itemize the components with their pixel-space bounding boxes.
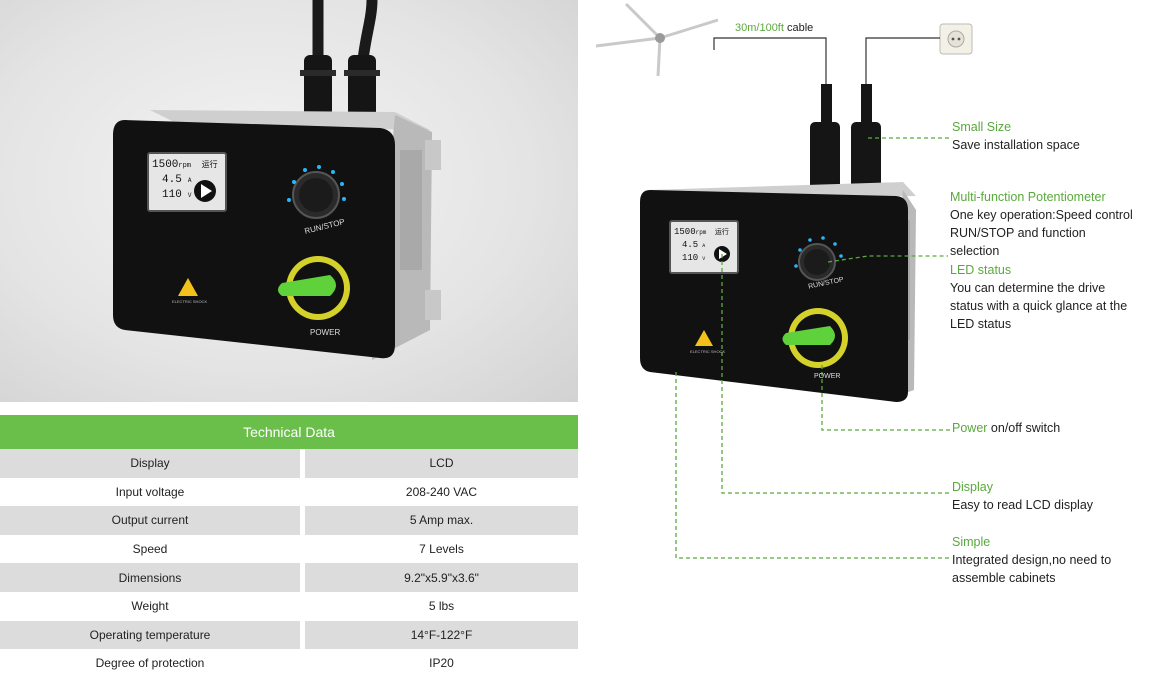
callout-small-size: Small Size Save installation space bbox=[952, 118, 1080, 154]
wall-outlet-icon bbox=[939, 23, 973, 55]
callout-text: on/off switch bbox=[990, 421, 1061, 435]
row-value: 7 Levels bbox=[419, 542, 464, 557]
row-label: Degree of protection bbox=[95, 656, 205, 671]
row-value: 5 lbs bbox=[428, 599, 455, 614]
callout-line: LED status bbox=[950, 317, 1012, 331]
callout-line: One key operation:Speed control bbox=[950, 208, 1133, 222]
callout-title: LED status bbox=[950, 263, 1012, 277]
lcd-current-unit: A bbox=[702, 243, 706, 249]
cable-length: 30m/100ft bbox=[735, 22, 784, 34]
callout-display: Display Easy to read LCD display bbox=[952, 478, 1093, 514]
lcd-speed: 1500 bbox=[674, 227, 696, 237]
table-row: Weight 5 lbs bbox=[0, 592, 578, 621]
lcd-current: 4.5 bbox=[162, 174, 182, 186]
row-value: 208-240 VAC bbox=[405, 484, 478, 499]
table-row: Degree of protection IP20 bbox=[0, 649, 578, 678]
callout-line: You can determine the drive bbox=[950, 281, 1106, 295]
table-row: Speed 7 Levels bbox=[0, 535, 578, 564]
warning-label: ELECTRIC SHOCK bbox=[172, 299, 208, 304]
callout-title: Power bbox=[952, 421, 988, 435]
callout-led-status: LED status You can determine the drive s… bbox=[950, 261, 1127, 333]
row-value: 14°F-122°F bbox=[305, 620, 578, 650]
callout-simple: Simple Integrated design,no need to asse… bbox=[952, 533, 1111, 587]
callout-potentiometer: Multi-function Potentiometer One key ope… bbox=[950, 188, 1133, 260]
row-label: Input voltage bbox=[115, 484, 185, 499]
power-label: POWER bbox=[814, 373, 841, 380]
lcd-current-unit: A bbox=[187, 177, 192, 184]
callout-power: Power on/off switch bbox=[952, 419, 1060, 437]
callout-line: assemble cabinets bbox=[952, 571, 1056, 585]
callout-text: Save installation space bbox=[952, 138, 1080, 152]
row-label: Operating temperature bbox=[0, 620, 300, 650]
lcd-speed: 1500 bbox=[152, 159, 179, 171]
table-row: Dimensions 9.2"x5.9"x3.6" bbox=[0, 563, 578, 592]
cable-word: cable bbox=[786, 22, 814, 34]
cable-label: 30m/100ft cable bbox=[735, 22, 813, 34]
power-label: POWER bbox=[310, 328, 341, 337]
callout-title: Display bbox=[952, 480, 993, 494]
row-value: 9.2"x5.9"x3.6" bbox=[305, 563, 578, 592]
callout-line: status with a quick glance at the bbox=[950, 299, 1128, 313]
row-value: IP20 bbox=[429, 656, 454, 671]
row-label: Speed bbox=[132, 542, 168, 557]
table-row: Input voltage 208-240 VAC bbox=[0, 478, 578, 507]
row-label: Display bbox=[0, 449, 300, 478]
callout-title: Multi-function Potentiometer bbox=[950, 190, 1106, 204]
table-row: Output current 5 Amp max. bbox=[0, 506, 578, 535]
diagram-drawing bbox=[595, 2, 973, 559]
lcd-current: 4.5 bbox=[682, 240, 699, 250]
table-row: Display LCD bbox=[0, 449, 578, 478]
ceiling-fan-icon bbox=[595, 2, 719, 77]
row-label: Output current bbox=[0, 506, 300, 535]
callout-title: Small Size bbox=[952, 120, 1012, 134]
technical-data-table: Technical Data Display LCD Input voltage… bbox=[0, 415, 578, 678]
lcd-voltage-unit: V bbox=[187, 192, 192, 199]
callout-line: RUN/STOP and function bbox=[950, 226, 1086, 240]
lcd-status: 运行 bbox=[201, 161, 218, 170]
lcd-rpm-unit: rpm bbox=[178, 162, 192, 170]
table-title: Technical Data bbox=[0, 415, 578, 449]
lcd-voltage-unit: V bbox=[702, 256, 706, 262]
row-label: Weight bbox=[131, 599, 169, 614]
row-value: 5 Amp max. bbox=[305, 506, 578, 535]
lcd-status: 运行 bbox=[714, 229, 729, 237]
table-row: Operating temperature 14°F-122°F bbox=[0, 620, 578, 650]
row-value: LCD bbox=[305, 449, 578, 478]
callout-line: selection bbox=[950, 244, 1000, 258]
lcd-voltage: 110 bbox=[682, 253, 699, 263]
callout-text: Easy to read LCD display bbox=[952, 498, 1094, 512]
warning-label: ELECTRIC SHOCK bbox=[690, 349, 726, 354]
lcd-rpm-unit: rpm bbox=[695, 229, 707, 236]
row-label: Dimensions bbox=[0, 563, 300, 592]
callout-line: Integrated design,no need to bbox=[952, 553, 1112, 567]
lcd-voltage: 110 bbox=[162, 189, 182, 201]
callout-title: Simple bbox=[952, 535, 991, 549]
controller-render bbox=[113, 0, 441, 360]
